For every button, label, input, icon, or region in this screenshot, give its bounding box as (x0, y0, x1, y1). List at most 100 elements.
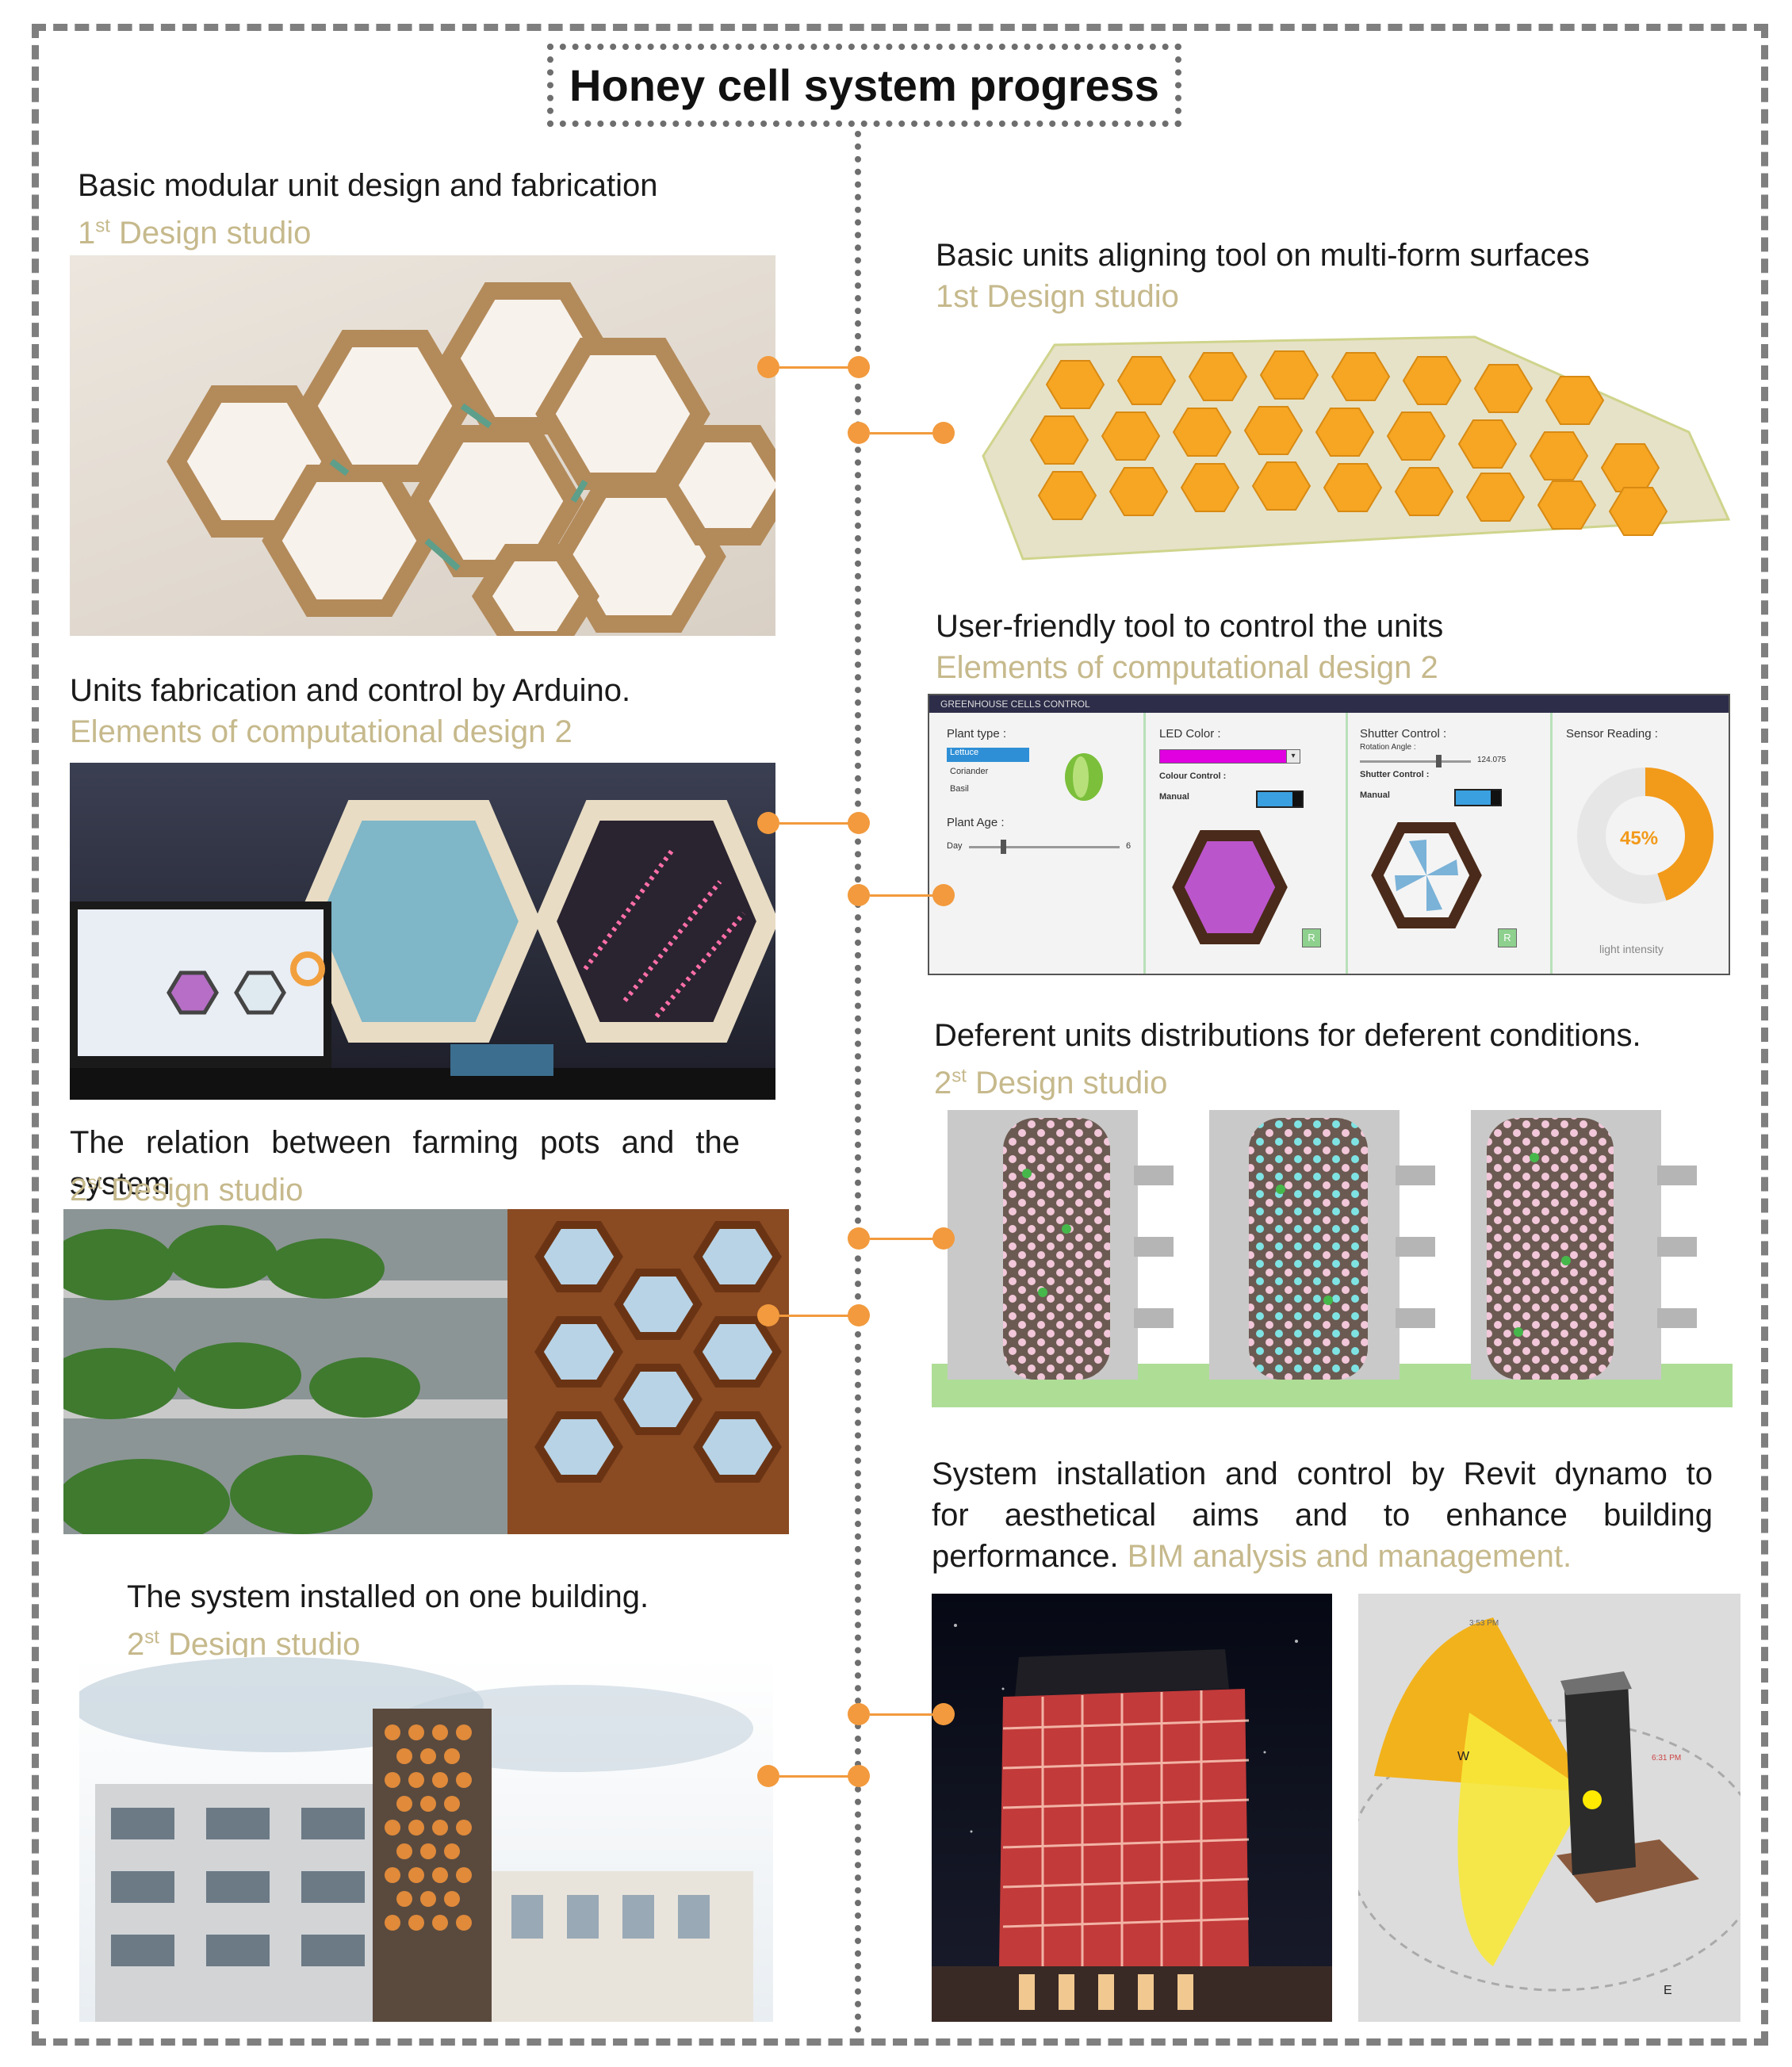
shutter-control-label-2: Shutter Control : (1360, 770, 1430, 779)
caption-installed-building: The system installed on one building. 2s… (127, 1579, 649, 1663)
connector-dot (932, 884, 955, 906)
connector-dot (932, 422, 955, 444)
manual-toggle[interactable] (1256, 790, 1304, 808)
caption-modular-unit: Basic modular unit design and fabricatio… (78, 168, 658, 251)
plant-type-label: Plant type : (947, 727, 1007, 741)
studio-label: 2st Design studio (70, 1173, 304, 1208)
connector-dot (848, 1227, 870, 1250)
render-aligning-surface (936, 321, 1738, 575)
time-label-pm: 3:53 PM (1469, 1619, 1499, 1628)
timeline-spine (855, 131, 861, 2034)
plant-option-lettuce[interactable]: Lettuce (947, 748, 1029, 762)
studio-label: Elements of computational design 2 (70, 714, 572, 749)
building-render-drawing (79, 1657, 753, 2022)
render-farming-pots (63, 1209, 789, 1534)
studio-label: BIM analysis and management. (1118, 1539, 1572, 1574)
shutter-manual-toggle[interactable] (1454, 789, 1502, 806)
shutter-control-label: Shutter Control : (1360, 727, 1447, 741)
connector-dot (848, 356, 870, 378)
render-installed-building (79, 1657, 773, 2022)
arduino-scene-drawing (70, 800, 775, 1100)
plant-age-slider-thumb[interactable] (1001, 840, 1006, 854)
caption-distributions: Deferent units distributions for deferen… (934, 1018, 1641, 1101)
shutter-hexagon-preview (1371, 822, 1482, 928)
connector-dot (757, 812, 779, 834)
photo-arduino-setup (70, 763, 775, 1100)
plant-panel: Plant type : Lettuce Coriander Basil Pla… (929, 713, 1146, 974)
connector-dot (848, 1703, 870, 1725)
caption-control-tool: User-friendly tool to control the units … (936, 609, 1444, 685)
caption-revit-line1: System installation and control by Revit… (932, 1456, 1713, 1491)
rotation-slider[interactable] (1360, 760, 1471, 763)
reset-button-2[interactable]: R (1498, 928, 1517, 947)
rotation-slider-thumb[interactable] (1436, 755, 1442, 767)
connector-line (870, 1238, 933, 1240)
connector-line (870, 1713, 933, 1716)
sensor-caption: light intensity (1599, 943, 1664, 955)
rotation-angle-label: Rotation Angle : (1360, 743, 1416, 752)
caption-farming-pots-studio: 2st Design studio (70, 1163, 303, 1211)
night-building-drawing (932, 1624, 1332, 2022)
connector-line (870, 894, 933, 897)
tower-distributions-drawing (932, 1110, 1733, 1407)
connector-dot (848, 422, 870, 444)
render-sun-analysis: W E 3:53 PM 6:31 PM (1358, 1594, 1740, 2022)
page-title: Honey cell system progress (569, 60, 1159, 110)
connector-line (779, 366, 855, 369)
reset-button[interactable]: R (1302, 928, 1321, 947)
led-color-select[interactable] (1159, 749, 1288, 764)
connector-line (779, 822, 855, 825)
rotation-angle-value: 124.075 (1477, 756, 1507, 764)
sun-path-drawing: W E 3:53 PM 6:31 PM (1358, 1617, 1740, 1997)
day-value: 6 (1126, 841, 1131, 851)
gauge-fill (1577, 767, 1714, 904)
connector-dot (757, 1304, 779, 1326)
farming-render-drawing (63, 1209, 789, 1534)
connector-line (779, 1315, 855, 1317)
caption-revit-line2: for aesthetical aims and to enhance buil… (932, 1498, 1713, 1533)
led-hexagon-preview (1172, 830, 1288, 944)
caption-arduino: Units fabrication and control by Arduino… (70, 673, 631, 749)
time-label-pm2: 6:31 PM (1652, 1754, 1681, 1763)
studio-label: 1st Design studio (78, 216, 312, 251)
manual-label-2: Manual (1360, 790, 1390, 800)
day-label: Day (947, 841, 963, 851)
caption-aligning-tool: Basic units aligning tool on multi-form … (936, 238, 1590, 314)
title-box: Honey cell system progress (547, 44, 1181, 127)
photo-hexagon-prototype (70, 255, 775, 636)
plant-option-basil[interactable]: Basil (950, 784, 969, 794)
plant-option-coriander[interactable]: Coriander (950, 767, 989, 776)
chevron-down-icon[interactable]: ▾ (1286, 749, 1300, 764)
connector-line (779, 1775, 855, 1778)
connector-line (870, 432, 933, 434)
sensor-value: 45% (1620, 828, 1659, 849)
manual-label: Manual (1159, 792, 1189, 802)
studio-label: Elements of computational design 2 (936, 650, 1438, 685)
control-app-window: GREENHOUSE CELLS CONTROL Plant type : Le… (928, 694, 1730, 975)
connector-dot (757, 356, 779, 378)
connector-dot (848, 1765, 870, 1787)
dashed-frame (32, 24, 1768, 2046)
colour-control-label: Colour Control : (1159, 771, 1227, 781)
led-panel: LED Color : ▾ Colour Control : Manual R (1145, 713, 1348, 974)
light-intensity-gauge (1577, 767, 1714, 904)
connector-dot (848, 884, 870, 906)
sensor-reading-label: Sensor Reading : (1566, 727, 1658, 741)
studio-label: 2st Design studio (127, 1627, 361, 1663)
render-distributions (932, 1102, 1733, 1407)
connector-dot (757, 1765, 779, 1787)
plant-age-label: Plant Age : (947, 816, 1005, 829)
sensor-panel: Sensor Reading : 45% light intensity (1552, 713, 1730, 974)
compass-east-label: E (1664, 1984, 1672, 1997)
render-night-building (932, 1594, 1332, 2022)
shutter-panel: Shutter Control : Rotation Angle : 124.0… (1347, 713, 1553, 974)
plant-age-slider[interactable] (969, 846, 1120, 848)
connector-dot (848, 812, 870, 834)
surface-render-drawing (982, 335, 1731, 561)
connector-dot (848, 1304, 870, 1326)
caption-revit-line3: performance. BIM analysis and management… (932, 1539, 1572, 1574)
hex-prototype-drawing (167, 282, 775, 636)
lettuce-icon (1065, 753, 1103, 801)
led-color-label: LED Color : (1159, 727, 1221, 741)
studio-label: 2st Design studio (934, 1066, 1168, 1101)
